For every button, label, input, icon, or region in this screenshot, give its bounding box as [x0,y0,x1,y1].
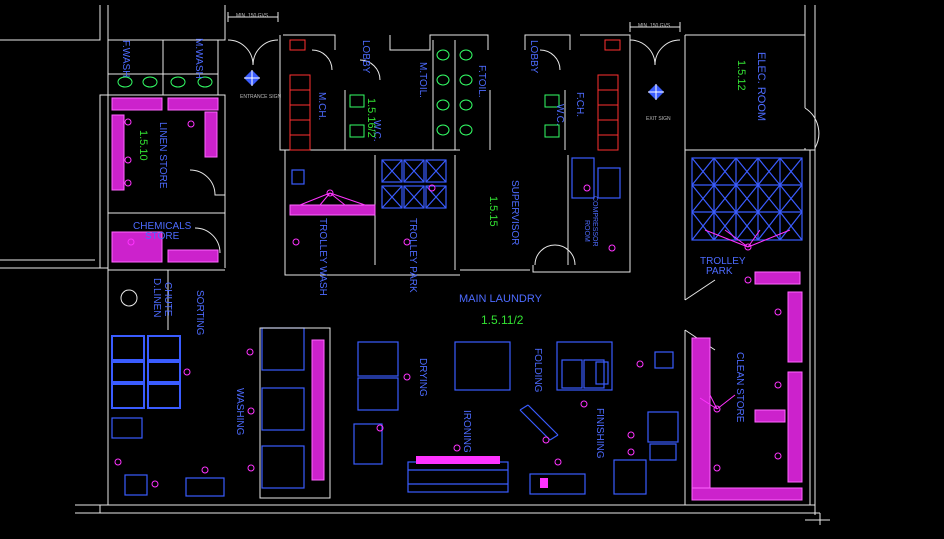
chemicals-store-label: STORE [145,231,180,242]
svg-text:EXIT SIGN: EXIT SIGN [646,116,671,122]
clean-store-label: CLEAN STORE [734,352,745,423]
washing-machines [111,327,331,499]
dlinen-label: D.LINEN [151,278,162,317]
svg-text:MIN. 150 GVS: MIN. 150 GVS [638,23,671,29]
drying-units [353,341,399,465]
ironing-label: IRONING [461,410,472,453]
washing-label: WASHING [234,388,245,436]
folding-label: FOLDING [532,348,543,393]
trolley-park-bays [381,159,447,209]
main-laundry-label: MAIN LAUNDRY [459,293,543,305]
fwash-label: F.WASH [120,40,131,77]
linen-store-number: 1.5.10 [137,130,149,161]
walls [0,5,830,525]
lobby-right-label: LOBBY [528,40,539,74]
finishing-label: FINISHING [594,408,605,459]
toilets-number: 1.5.16/2 [365,98,377,138]
compressor-units [571,157,621,199]
trolley-wash-label: TROLLEY WASH [317,218,328,296]
changing-lockers [289,39,621,151]
linen-store-shelving [111,97,219,263]
linen-store-label: LINEN STORE [157,122,168,189]
elec-room-label: ELEC. ROOM [755,52,767,121]
trolley-park-right-label-2: PARK [706,266,733,277]
ironing-machine [407,404,586,495]
dimension-right: MIN. 150 GVS [629,22,681,32]
supervisor-number: 1.5.15 [487,196,499,227]
chemicals-label: CHEMICALS [133,221,192,232]
svg-text:ENTRANCE SIGN: ENTRANCE SIGN [240,94,282,100]
wc-left-label: W.C. [371,120,382,142]
drying-label: DRYING [417,358,428,397]
equipment-markers [114,118,791,488]
folding-tables [454,341,613,391]
doors [189,39,820,351]
entrance-sign-icon: ENTRANCE SIGN [240,70,282,100]
mch-label: M.CH. [316,92,327,120]
mtoil-label: M.TOIL. [417,62,428,98]
compressor-room-label: ROOM [583,220,590,242]
trolley-park-right-bays [691,157,803,241]
compressor-label: COMPRESSOR [591,196,598,247]
lobby-left-label: LOBBY [360,40,371,74]
chute-label: CHUTE [162,282,173,317]
washroom-fixtures [108,73,218,88]
clean-store-shelving [691,271,803,501]
sorting-label: SORTING [194,290,205,336]
toilet-fixtures [349,49,560,138]
elec-room-number: 1.5.12 [735,60,747,91]
trolley-park-right-label: TROLLEY [700,256,746,267]
wc-right-label: W.C. [554,104,565,126]
trolley-park-mid-label: TROLLEY PARK [407,218,418,293]
dimension-left: MIN. 150 GVS [227,12,279,22]
supervisor-label: SUPERVISOR [509,180,520,245]
svg-text:MIN. 150 GVS: MIN. 150 GVS [236,13,269,19]
ftoil-label: F.TOIL. [476,65,487,98]
mwash-label: M.WASH [193,38,204,79]
room-labels: F.WASH M.WASH LINEN STORE 1.5.10 CHEMICA… [120,38,767,459]
exit-sign-icon: EXIT SIGN [646,84,671,122]
trolley-wash-equipment [289,169,376,216]
finishing-units [595,351,679,495]
fch-label: F.CH. [574,92,585,117]
main-laundry-number: 1.5.11/2 [481,313,524,327]
washing-rack [120,289,325,481]
